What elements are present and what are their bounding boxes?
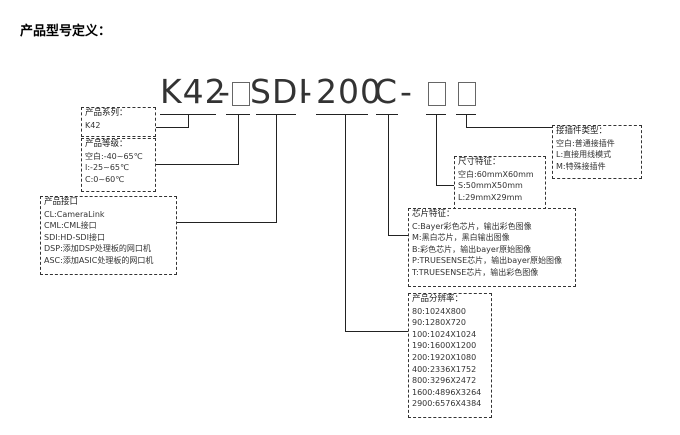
connector-color-v — [388, 114, 389, 236]
connector-resolution-v — [345, 114, 346, 332]
resolution-item: 800:3296X2472 — [412, 376, 477, 386]
chip-item: M:黑白芯片，黑白输出图像 — [412, 233, 510, 243]
interface-box: 产品接口 CL:CameraLink CML:CML接口 SDI:HD-SDI接… — [40, 196, 177, 275]
interface-item: CL:CameraLink — [44, 209, 105, 219]
size-item: S:50mmX50mm — [458, 181, 523, 191]
page-title: 产品型号定义： — [20, 24, 112, 39]
chip-item: T:TRUESENSE芯片，输出彩色图像 — [412, 267, 539, 277]
code-resolution: 200 — [316, 72, 382, 111]
plug-item: 空白:普通接插件 — [556, 138, 615, 148]
connector-size-h — [436, 185, 454, 186]
series-item: K42 — [85, 120, 101, 130]
plug-slot — [458, 82, 476, 106]
grade-item: C:0~60℃ — [85, 174, 125, 184]
chip-item: B:彩色芯片，输出bayer原始图像 — [412, 244, 532, 254]
grade-item: 空白:-40~65℃ — [85, 151, 143, 161]
size-item: 空白:60mmX60mm — [458, 169, 534, 179]
plug-item: L:直接用线模式 — [556, 150, 612, 160]
resolution-item: 100:1024X1024 — [412, 329, 477, 339]
code-dash-1: - — [218, 72, 231, 111]
code-prefix: K42 — [160, 72, 227, 111]
series-header: 产品系列： — [85, 108, 128, 118]
chip-item: P:TRUESENSE芯片，输出bayer原始图像 — [412, 256, 563, 266]
code-series: SDI — [250, 72, 310, 111]
underline-resolution — [316, 114, 368, 115]
grade-slot — [232, 82, 250, 106]
resolution-item: 2900:6576X4384 — [412, 399, 482, 409]
resolution-box: 产品分辨率： 80:1024X800 90:1280X720 100:1024X… — [408, 293, 492, 418]
series-box: 产品系列： K42 — [81, 107, 156, 137]
connector-size-v — [436, 114, 437, 186]
grade-box: 产品等级： 空白:-40~65℃ I:-25~65℃ C:0~60℃ — [81, 138, 156, 192]
connector-series-v — [276, 114, 277, 223]
grade-item: I:-25~65℃ — [85, 163, 129, 173]
connector-prefix-h — [154, 127, 189, 128]
interface-item: SDI:HD-SDI接口 — [44, 232, 105, 242]
size-box: 尺寸特征： 空白:60mmX60mm S:50mmX50mm L:29mmX29… — [454, 156, 546, 210]
size-header: 尺寸特征： — [458, 157, 501, 167]
underline-color — [376, 114, 398, 115]
code-color: C — [374, 72, 399, 111]
code-dash-2: - — [300, 72, 313, 111]
connector-resolution-h — [345, 331, 408, 332]
resolution-item: 1600:4896X3264 — [412, 387, 482, 397]
grade-header: 产品等级： — [85, 139, 128, 149]
connector-plug-v — [466, 114, 467, 128]
interface-item: ASC:添加ASIC处理板的网口机 — [44, 255, 154, 265]
chip-box: 芯片特征： C:Bayer彩色芯片，输出彩色图像 M:黑白芯片，黑白输出图像 B… — [408, 208, 576, 287]
plug-item: M:特殊接插件 — [556, 161, 606, 171]
chip-header: 芯片特征： — [412, 209, 455, 219]
interface-item: DSP:添加DSP处理板的网口机 — [44, 244, 151, 254]
connector-series-h — [176, 222, 277, 223]
connector-plug-h — [466, 127, 552, 128]
resolution-item: 190:1600X1200 — [412, 341, 477, 351]
resolution-item: 200:1920X1080 — [412, 352, 477, 362]
plug-header: 接插件类型： — [556, 126, 608, 136]
plug-box: 接插件类型： 空白:普通接插件 L:直接用线模式 M:特殊接插件 — [552, 125, 642, 179]
chip-item: C:Bayer彩色芯片，输出彩色图像 — [412, 221, 532, 231]
code-dash-3: - — [400, 72, 413, 111]
interface-header: 产品接口 — [44, 197, 79, 207]
resolution-item: 80:1024X800 — [412, 306, 466, 316]
connector-color-h — [388, 235, 408, 236]
connector-prefix-v — [188, 114, 189, 128]
resolution-header: 产品分辨率： — [412, 294, 464, 304]
size-item: L:29mmX29mm — [458, 192, 523, 202]
size-slot — [428, 82, 446, 106]
connector-grade-h — [155, 164, 239, 165]
connector-grade-v — [238, 114, 239, 165]
resolution-item: 400:2336X1752 — [412, 364, 477, 374]
interface-item: CML:CML接口 — [44, 221, 97, 231]
resolution-item: 90:1280X720 — [412, 318, 466, 328]
